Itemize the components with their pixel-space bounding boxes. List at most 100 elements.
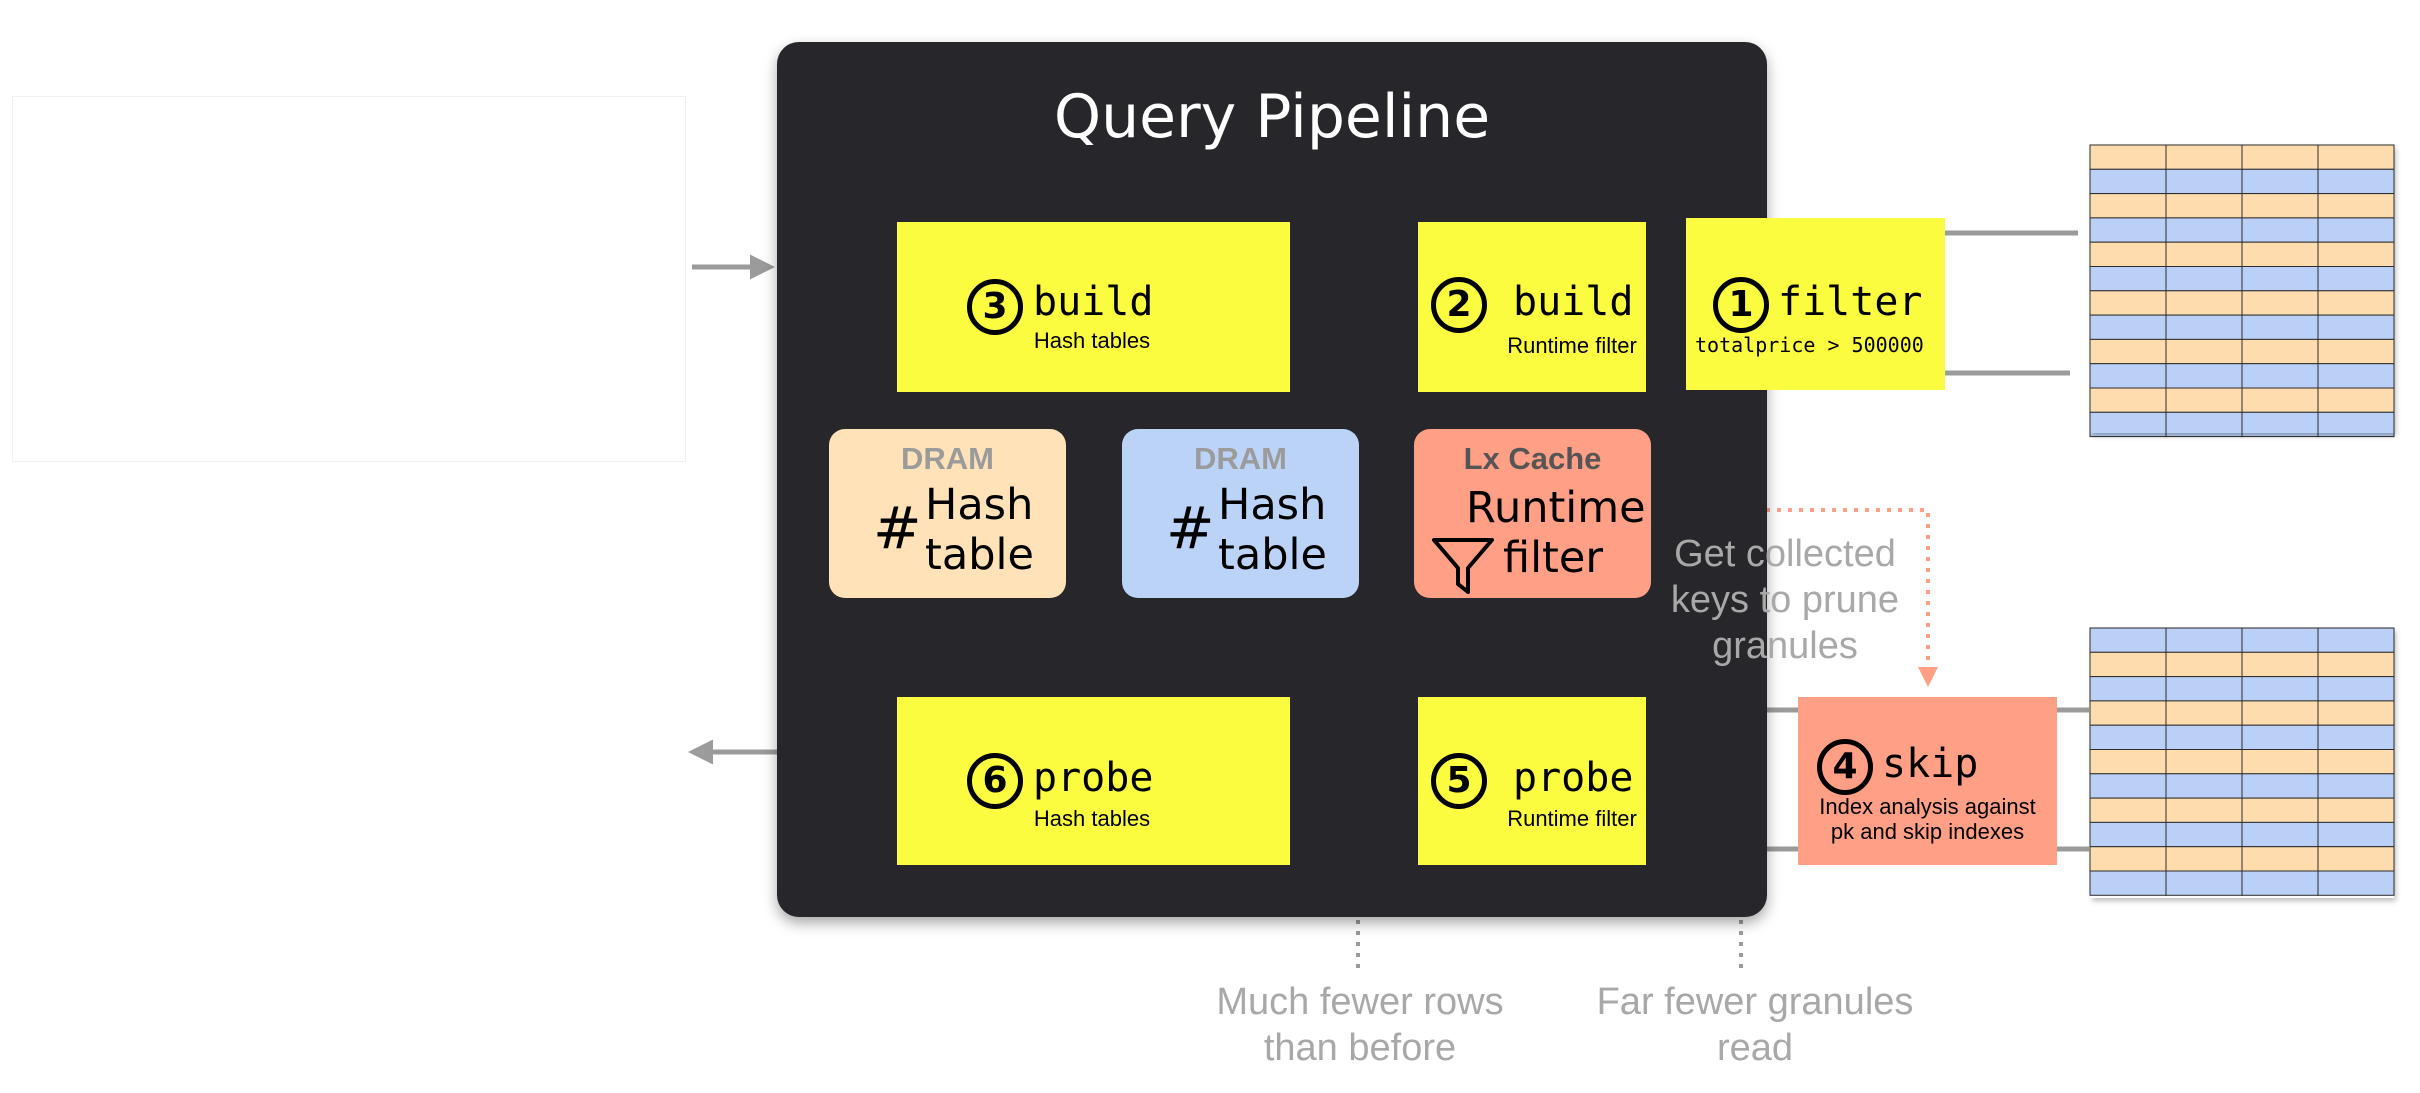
stage-probe-hash-label: probe — [1033, 755, 1154, 801]
step-4-badge: 4 — [1817, 739, 1873, 795]
note-fewer-rows-line1: Much fewer rows — [1216, 981, 1504, 1023]
grid-bottom-cell — [2089, 700, 2167, 726]
grid-top-cell — [2317, 144, 2395, 170]
stage-build-filter-label: build — [1513, 279, 1634, 325]
grid-bottom-cell — [2165, 651, 2243, 678]
stage-skip-label: skip — [1882, 741, 1979, 787]
grid-bottom-cell — [2089, 749, 2167, 775]
grid-bottom-cell — [2165, 821, 2243, 848]
grid-bottom-cell — [2317, 821, 2395, 848]
table-grid-bottom — [2090, 628, 2394, 898]
grid-bottom-cell — [2165, 724, 2243, 751]
grid-bottom-cell — [2089, 821, 2167, 848]
grid-top-cell — [2317, 290, 2395, 316]
grid-bottom-cell — [2317, 870, 2395, 896]
grid-top-cell — [2241, 241, 2319, 267]
grid-top-cell — [2089, 266, 2167, 292]
pipeline-title: Query Pipeline — [1053, 82, 1491, 152]
card-3-line2: filter — [1503, 533, 1604, 583]
card-1-head: DRAM — [901, 441, 994, 476]
card-2-head: DRAM — [1194, 441, 1287, 476]
step-5-badge: 5 — [1431, 753, 1487, 809]
grid-bottom-cell — [2241, 651, 2319, 678]
stage-build-hash — [897, 222, 1290, 392]
grid-top-cell — [2241, 266, 2319, 292]
stage-build-hash-label: build — [1033, 279, 1154, 325]
grid-bottom-cell — [2089, 627, 2167, 653]
stage-probe-filter-sub: Runtime filter — [1507, 806, 1637, 831]
dram-hash-table-card-1 — [829, 429, 1066, 598]
grid-top-cell — [2089, 314, 2167, 340]
step-1-badge: 1 — [1713, 277, 1769, 333]
dram-hash-table-card-2 — [1122, 429, 1359, 598]
grid-top-cell — [2317, 217, 2395, 243]
grid-top-cell — [2165, 411, 2243, 438]
step-2-badge: 2 — [1431, 277, 1487, 333]
grid-bottom-cell — [2165, 797, 2243, 823]
note-fewer-rows-line2: than before — [1263, 1027, 1457, 1069]
grid-top-cell — [2089, 363, 2167, 389]
grid-top-cell — [2317, 168, 2395, 195]
grid-bottom-cell — [2317, 627, 2395, 653]
input-placeholder-box — [12, 96, 686, 462]
grid-bottom-cell — [2317, 773, 2395, 799]
stage-build-hash-sub: Hash tables — [1033, 328, 1151, 353]
stage-filter-sub: totalprice > 500000 — [1695, 333, 1924, 357]
card-2-line1: Hash — [1218, 480, 1327, 530]
note-fewer-granules-line2: read — [1716, 1027, 1794, 1069]
stage-probe-hash — [897, 697, 1290, 865]
grid-bottom-cell — [2165, 773, 2243, 799]
grid-bottom-cell — [2165, 749, 2243, 775]
note-fewer-granules-line1: Far fewer granules — [1596, 981, 1914, 1023]
grid-top-cell — [2241, 411, 2319, 438]
note-collected-line3: granules — [1712, 625, 1858, 667]
card-3-head: Lx Cache — [1463, 441, 1602, 476]
step-6-badge: 6 — [967, 753, 1023, 809]
grid-top-cell — [2317, 411, 2395, 438]
grid-top-cell — [2165, 266, 2243, 292]
grid-bottom-cell — [2089, 773, 2167, 799]
grid-top-cell — [2317, 193, 2395, 219]
grid-bottom-cell — [2089, 870, 2167, 896]
grid-bottom-cell — [2241, 627, 2319, 653]
card-2-line2: table — [1218, 530, 1327, 580]
grid-bottom-cell — [2241, 846, 2319, 872]
grid-top-cell — [2165, 168, 2243, 195]
stage-skip-sub-line2: pk and skip indexes — [1830, 819, 2025, 844]
stage-probe-filter-label: probe — [1513, 755, 1634, 801]
grid-top-cell — [2317, 241, 2395, 267]
grid-top-cell — [2165, 241, 2243, 267]
grid-bottom-cell — [2317, 846, 2395, 872]
stage-skip-sub-line1: Index analysis against — [1819, 794, 2036, 819]
grid-top-cell — [2317, 387, 2395, 413]
card-1-line2: table — [925, 530, 1034, 580]
grid-bottom-cell — [2241, 797, 2319, 823]
grid-top-cell — [2317, 338, 2395, 365]
lx-cache-runtime-filter-card — [1414, 429, 1651, 598]
grid-top-cell — [2089, 144, 2167, 170]
grid-top-cell — [2241, 290, 2319, 316]
card-1-line1: Hash — [925, 480, 1034, 530]
grid-bottom-cell — [2241, 773, 2319, 799]
grid-top-cell — [2241, 314, 2319, 340]
grid-top-cell — [2165, 193, 2243, 219]
hash-icon: # — [873, 494, 922, 562]
grid-bottom-cell — [2165, 627, 2243, 653]
table-grid-top — [2090, 145, 2394, 433]
grid-bottom-cell — [2317, 651, 2395, 678]
stage-filter-label: filter — [1778, 279, 1923, 325]
grid-top-cell — [2089, 241, 2167, 267]
funnel-icon — [1432, 538, 1494, 594]
grid-bottom-cell — [2241, 870, 2319, 896]
stage-build-filter-sub: Runtime filter — [1507, 333, 1637, 358]
grid-bottom-cell — [2241, 676, 2319, 702]
card-3-line1: Runtime — [1466, 483, 1646, 533]
grid-top-cell — [2165, 387, 2243, 413]
note-collected-line2: keys to prune — [1670, 579, 1900, 621]
grid-top-cell — [2089, 411, 2167, 438]
grid-top-cell — [2165, 144, 2243, 170]
grid-bottom-cell — [2089, 797, 2167, 823]
note-collected-line1: Get collected — [1674, 533, 1896, 575]
grid-bottom-cell — [2089, 846, 2167, 872]
step-3-badge: 3 — [967, 279, 1023, 335]
